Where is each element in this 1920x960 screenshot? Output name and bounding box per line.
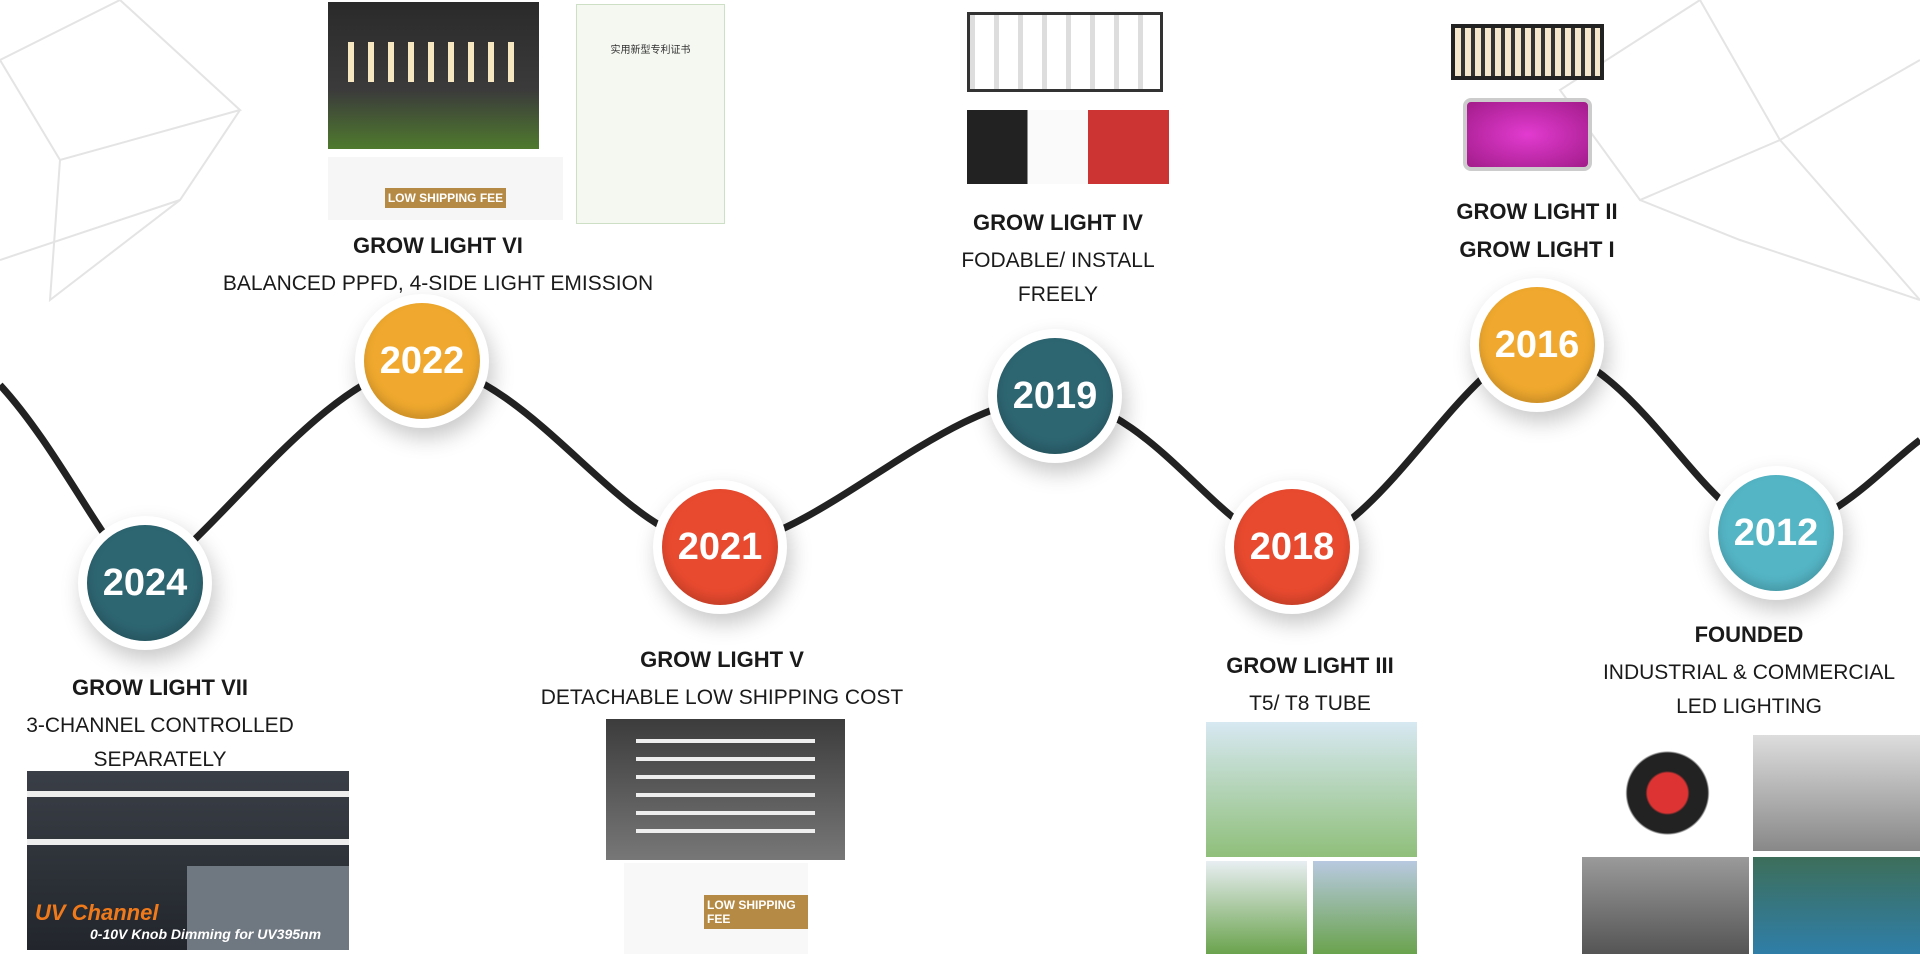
- t5-t8-tube-photo: [1206, 722, 1417, 857]
- decorative-network-lines: [0, 0, 1920, 303]
- year-circle-2019: 2019: [988, 329, 1122, 463]
- tube-photo-2: [1206, 861, 1307, 954]
- milestone-title: GROW LIGHT V: [640, 647, 804, 672]
- milestone-title: GROW LIGHT I: [1459, 237, 1615, 262]
- grow-light-v-kit-photo: LOW SHIPPING FEE: [624, 863, 808, 954]
- milestone-2018-text: GROW LIGHT III T5/ T8 TUBE: [1226, 653, 1393, 721]
- milestone-2012-text: FOUNDED INDUSTRIAL & COMMERCIAL LED LIGHTI…: [1603, 622, 1895, 724]
- milestone-title: GROW LIGHT II: [1456, 199, 1618, 224]
- milestone-desc: FREELY: [1017, 283, 1099, 306]
- grow-light-v-photo: [606, 719, 845, 860]
- milestone-desc: DETACHABLE LOW SHIPPING COST: [540, 686, 904, 709]
- grow-light-ii-photo: [1451, 24, 1604, 80]
- year-label: 2024: [87, 525, 203, 641]
- low-shipping-label: LOW SHIPPING FEE: [384, 188, 507, 208]
- year-circle-2016: 2016: [1470, 278, 1604, 412]
- milestone-desc: FODABLE/ INSTALL: [961, 249, 1155, 272]
- grow-light-iv-photo: [967, 12, 1163, 92]
- year-circle-2018: 2018: [1225, 480, 1359, 614]
- milestone-desc: SEPARATELY: [93, 748, 227, 771]
- year-circle-2022: 2022: [355, 294, 489, 428]
- high-bay-light-photo: [1586, 735, 1749, 851]
- warehouse-photo: [1753, 735, 1920, 851]
- uv-channel-photo: UV Channel 0-10V Knob Dimming for UV395n…: [27, 771, 349, 950]
- year-circle-2024: 2024: [78, 516, 212, 650]
- grow-light-vi-kit-photo: LOW SHIPPING FEE: [328, 157, 563, 220]
- linear-light-photo: [1582, 857, 1749, 954]
- uv-channel-caption: UV Channel: [35, 900, 159, 925]
- grow-light-iv-accessories: [967, 110, 1169, 184]
- year-circle-2021: 2021: [653, 480, 787, 614]
- grow-light-i-photo: [1463, 98, 1592, 171]
- tube-photo-3: [1313, 861, 1417, 954]
- milestone-desc: BALANCED PPFD, 4-SIDE LIGHT EMISSION: [222, 272, 654, 295]
- tennis-court-photo: [1753, 857, 1920, 954]
- certificate-title: 实用新型专利证书: [610, 45, 691, 56]
- year-label: 2018: [1234, 489, 1350, 605]
- milestone-2024-text: GROW LIGHT VII 3-CHANNEL CONTROLLED SEPARA…: [26, 675, 294, 777]
- milestone-2022-text: GROW LIGHT VI BALANCED PPFD, 4-SIDE LIGHT…: [223, 233, 653, 301]
- year-label: 2019: [997, 338, 1113, 454]
- milestone-desc: INDUSTRIAL & COMMERCIAL: [1602, 661, 1896, 684]
- milestone-2019-text: GROW LIGHT IV FODABLE/ INSTALL FREELY: [961, 210, 1154, 312]
- patent-certificate: 实用新型专利证书: [576, 4, 725, 224]
- milestone-2016-text: GROW LIGHT II GROW LIGHT I: [1456, 199, 1617, 271]
- milestone-desc: 3-CHANNEL CONTROLLED: [26, 714, 294, 737]
- milestone-title: GROW LIGHT VI: [353, 233, 523, 258]
- low-shipping-label: LOW SHIPPING FEE: [704, 895, 808, 929]
- milestone-desc: LED LIGHTING: [1676, 695, 1822, 718]
- grow-light-vi-photo: [328, 2, 539, 149]
- milestone-2021-text: GROW LIGHT V DETACHABLE LOW SHIPPING COST: [541, 647, 904, 715]
- milestone-title: GROW LIGHT VII: [71, 675, 248, 700]
- year-label: 2021: [662, 489, 778, 605]
- uv-dimming-caption: 0-10V Knob Dimming for UV395nm: [90, 926, 322, 942]
- milestone-title: GROW LIGHT III: [1226, 653, 1394, 678]
- milestone-title: GROW LIGHT IV: [973, 210, 1143, 235]
- year-label: 2022: [364, 303, 480, 419]
- year-label: 2016: [1479, 287, 1595, 403]
- year-circle-2012: 2012: [1709, 466, 1843, 600]
- milestone-title: FOUNDED: [1694, 622, 1804, 647]
- year-label: 2012: [1718, 475, 1834, 591]
- milestone-desc: T5/ T8 TUBE: [1249, 692, 1371, 715]
- timeline-curve: [0, 341, 1920, 588]
